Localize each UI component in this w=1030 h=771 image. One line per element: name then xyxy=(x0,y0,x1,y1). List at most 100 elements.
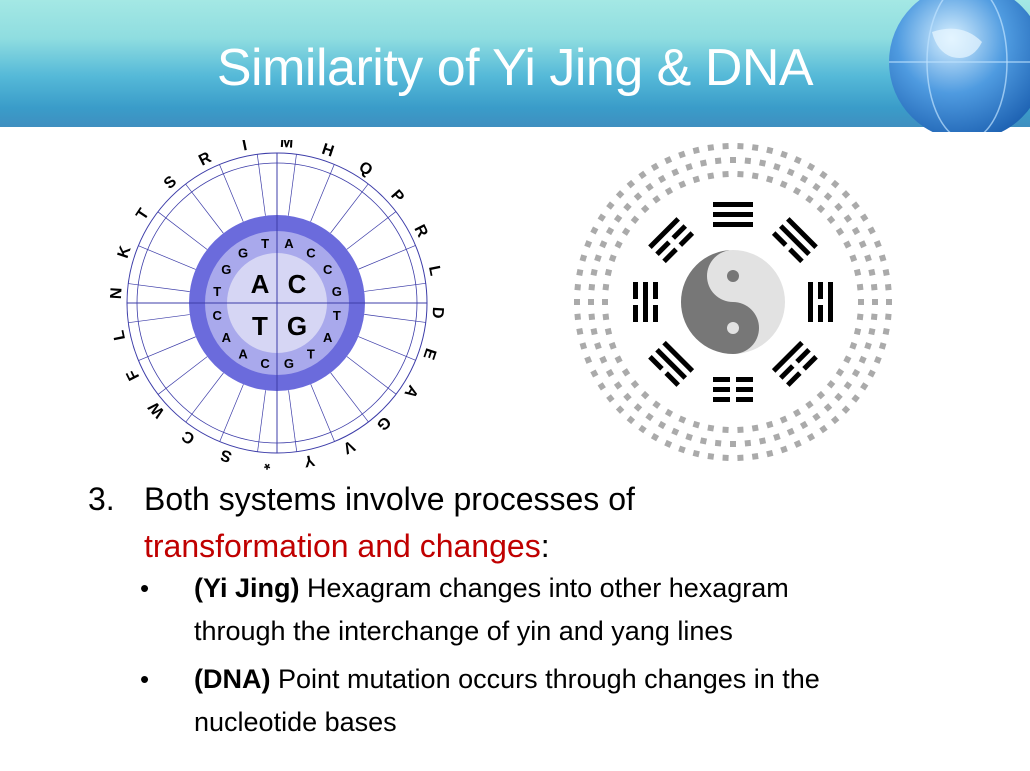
yang-line xyxy=(778,224,811,257)
hexagram-glyph xyxy=(608,341,617,350)
point-number: 3. xyxy=(88,481,115,517)
amino-acid-letter: K xyxy=(115,244,135,261)
hexagram-glyph xyxy=(594,342,602,350)
hexagram-glyph xyxy=(576,268,584,276)
hexagram-glyph xyxy=(799,420,809,430)
sector-divider xyxy=(358,245,416,270)
hexagram-glyph xyxy=(858,240,867,249)
hexagram-glyph xyxy=(826,215,836,224)
amino-acid-letter: I xyxy=(241,140,249,155)
hexagram-glyph xyxy=(851,368,861,378)
hexagram-glyph xyxy=(882,268,890,276)
trigram-icon xyxy=(808,282,833,322)
hexagram-glyph xyxy=(657,174,667,184)
hexagram-glyph xyxy=(588,313,596,321)
hexagram-glyph xyxy=(730,441,736,447)
bullet-dot: • xyxy=(140,573,150,603)
hexagram-glyph xyxy=(650,162,660,171)
hexagram-glyph xyxy=(671,427,680,436)
hexagram-glyph xyxy=(843,381,853,390)
hexagram-glyph xyxy=(630,380,640,389)
hexagram-glyph xyxy=(638,424,647,434)
hexagram-glyph xyxy=(878,254,887,262)
hexagram-glyph xyxy=(579,342,588,350)
bullet-dna-bold: (DNA) xyxy=(194,664,271,694)
ring-base: A xyxy=(222,330,232,345)
ring-base: A xyxy=(323,330,333,345)
ring-base: C xyxy=(260,356,270,371)
hexagram-glyph xyxy=(613,214,623,223)
yin-line xyxy=(788,247,804,264)
hexagram-glyph xyxy=(751,172,759,180)
hexagram-glyph xyxy=(714,439,722,447)
sector-divider xyxy=(346,356,397,395)
hexagram-glyph xyxy=(606,201,615,210)
sector-divider xyxy=(364,314,426,323)
yin-line xyxy=(736,377,753,382)
hexagram-glyph xyxy=(699,437,708,445)
yin-dot xyxy=(727,270,739,282)
hexagram-glyph xyxy=(834,202,843,212)
amino-acid-letter: E xyxy=(419,346,439,362)
hexagram-glyph xyxy=(786,168,795,177)
hexagram-glyph xyxy=(849,254,858,263)
hexagram-glyph xyxy=(722,454,729,461)
ring-base: G xyxy=(284,356,294,371)
hexagram-glyph xyxy=(737,143,744,150)
hexagram-glyph xyxy=(650,433,660,442)
hexagram-glyph xyxy=(851,201,860,210)
hexagram-glyph xyxy=(664,408,674,417)
hexagram-glyph xyxy=(835,227,845,236)
ring-base: C xyxy=(212,308,222,323)
hexagram-glyph xyxy=(615,190,625,199)
hexagram-glyph xyxy=(751,424,759,432)
hexagram-glyph xyxy=(823,403,833,412)
hexagram-glyph xyxy=(819,170,828,180)
hexagram-glyph xyxy=(744,439,752,447)
center-base: A xyxy=(251,269,270,299)
hexagram-glyph xyxy=(806,162,816,171)
bullet-yijing-text: Hexagram changes into other hexagram xyxy=(299,573,789,603)
hexagram-glyph xyxy=(574,313,581,321)
ring-base: A xyxy=(238,347,248,362)
hexagram-glyph xyxy=(858,299,864,305)
sector-divider xyxy=(185,372,224,423)
hexagram-glyph xyxy=(640,390,650,400)
sector-divider xyxy=(219,384,244,442)
ring-base: T xyxy=(213,284,221,299)
hexagram-glyph xyxy=(664,439,673,448)
yang-line xyxy=(713,212,753,217)
hexagram-glyph xyxy=(792,408,802,417)
yang-line xyxy=(655,347,688,380)
trigram-icon xyxy=(648,217,695,264)
yin-line xyxy=(653,305,658,322)
hexagram-glyph xyxy=(722,143,729,150)
hexagram-glyph xyxy=(853,268,862,277)
amino-acid-letter: D xyxy=(428,306,446,319)
hexagram-glyph xyxy=(645,412,654,422)
hexagram-glyph xyxy=(766,449,774,458)
hexagram-glyph xyxy=(816,390,826,400)
hexagram-glyph xyxy=(830,179,840,189)
hexagram-glyph xyxy=(793,439,802,448)
hexagram-glyph xyxy=(604,268,613,277)
hexagram-glyph xyxy=(633,403,643,412)
hexagram-glyph xyxy=(860,213,869,222)
hexagram-glyph xyxy=(621,227,631,236)
hexagram-glyph xyxy=(843,355,852,364)
hexagram-glyph xyxy=(751,453,759,460)
hexagram-glyph xyxy=(765,175,774,184)
hexagram-glyph xyxy=(868,327,876,336)
ring-base: T xyxy=(261,236,269,251)
yin-line xyxy=(671,224,688,240)
hexagram-glyph xyxy=(605,368,615,378)
yin-line xyxy=(655,240,671,257)
hexagram-glyph xyxy=(685,433,693,441)
hexagram-glyph xyxy=(867,226,876,235)
hexagram-glyph xyxy=(853,327,862,336)
hexagram-glyph xyxy=(885,283,892,291)
hexagram-glyph xyxy=(758,159,767,167)
amino-acid-letter: R xyxy=(410,222,431,240)
hexagram-glyph xyxy=(614,355,623,364)
sector-divider xyxy=(364,282,426,292)
